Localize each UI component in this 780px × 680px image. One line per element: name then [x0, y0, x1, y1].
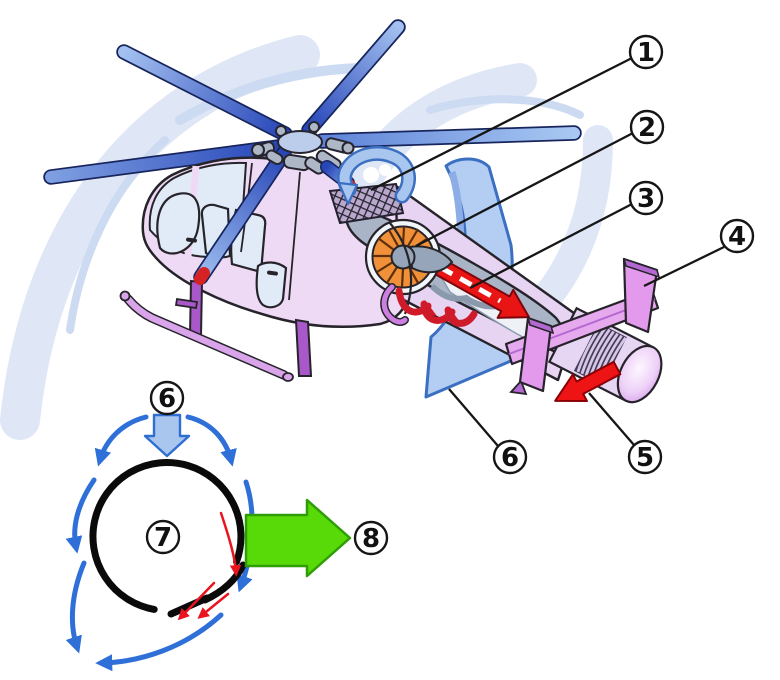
rotor-blade-upper-right — [301, 19, 406, 138]
thruster-end-cap — [616, 344, 663, 404]
slot-jet-arrow-2 — [177, 581, 216, 621]
cross-section-wall — [89, 459, 245, 613]
slot-jet-arrow-3 — [197, 592, 230, 619]
rotor-blade-front — [193, 145, 292, 285]
skid-tube — [124, 295, 288, 379]
intake-air-puff-1 — [363, 167, 379, 183]
slot-jet-arrow-1 — [219, 511, 242, 577]
coanda-arrow-top-left — [94, 414, 149, 467]
skid-tube-end — [282, 372, 294, 382]
callout-1-label: 1 — [637, 38, 655, 68]
callout-5-label: 5 — [636, 443, 654, 473]
fan-hub-cone — [408, 245, 454, 274]
rotor-blade-left — [43, 139, 286, 185]
blade-red-tip-front — [194, 267, 210, 285]
swoosh-left — [0, 35, 320, 440]
main-rotor-blades — [43, 19, 582, 185]
callout-7: 7 — [145, 519, 181, 555]
exhaust-swirl-arrow — [395, 287, 478, 327]
callout-6-label: 6 — [501, 443, 519, 473]
leader-line-6 — [448, 388, 499, 447]
boom-cross-section-diagram — [65, 413, 352, 672]
intake-arrow-head — [337, 181, 359, 206]
callout-2: 2 — [629, 109, 665, 145]
callout-1-circle — [628, 34, 664, 70]
door-handle-front — [186, 237, 197, 243]
coanda-arrow-left — [65, 477, 97, 554]
callout-3: 3 — [628, 180, 664, 216]
net-thrust-arrow — [244, 498, 352, 578]
swoosh-streak-1 — [175, 63, 365, 125]
callout-5-circle — [627, 439, 663, 475]
door-window-rear — [255, 261, 288, 309]
leader-line-1 — [370, 56, 633, 192]
callout-4: 4 — [719, 218, 755, 254]
callout-4-circle — [719, 218, 755, 254]
swirl-head-2 — [443, 307, 460, 322]
intake-airflow-arrow — [337, 146, 417, 206]
callout-7-circle — [145, 519, 181, 555]
callout-6-circle — [492, 439, 528, 475]
door-seam-rear — [288, 171, 301, 301]
slot-jet-arrows — [177, 511, 242, 621]
intake-arrow-band — [339, 148, 414, 201]
callout-2-label: 2 — [638, 113, 656, 143]
slot-lip-upper — [201, 561, 247, 604]
downwash-inflow-arrow — [143, 413, 191, 458]
callout-8-label: 8 — [362, 524, 380, 554]
vertical-stabilizer-left — [509, 316, 555, 396]
callout-6b-circle — [149, 380, 185, 416]
duct-inner-wall — [429, 283, 499, 310]
fuselage-rear-edge — [388, 221, 413, 315]
coanda-arrow-bottom-left — [65, 560, 87, 654]
thruster-airflow-arrow — [554, 360, 622, 402]
door-handle-rear — [267, 270, 278, 276]
skid-step — [174, 297, 199, 310]
leader-lines — [370, 56, 725, 447]
leader-line-3 — [469, 202, 633, 290]
swoosh-streak-3 — [426, 95, 584, 119]
swirl-head-1 — [420, 300, 437, 316]
leader-line-5 — [588, 392, 635, 446]
slot-lip-lower — [167, 594, 211, 618]
fan-hub — [390, 244, 416, 270]
callout-3-label: 3 — [637, 184, 655, 214]
callout-3-circle — [628, 180, 664, 216]
coanda-arrow-wake — [95, 612, 224, 672]
callouts: 1 2 3 4 5 6 6 7 — [145, 34, 755, 556]
leader-line-2 — [415, 131, 634, 248]
coanda-flow-arrows — [65, 414, 255, 672]
leader-line-4 — [643, 245, 725, 288]
skid-leg-rear — [294, 318, 313, 377]
intake-air-puff-2 — [379, 164, 391, 176]
callout-6b: 6 — [149, 380, 185, 416]
rotor-blade-right — [314, 125, 582, 149]
vertical-stabilizer-right — [622, 257, 661, 334]
skid-tube-tip — [119, 290, 131, 302]
callout-8-circle — [353, 520, 389, 556]
far-skid-leg — [380, 283, 409, 326]
tail-assembly — [504, 257, 663, 404]
duct-airflow-centerline — [420, 254, 502, 304]
coanda-arrow-top-right — [185, 414, 237, 467]
landing-skid — [119, 279, 313, 382]
callout-5: 5 — [627, 439, 663, 475]
callout-2-circle — [629, 109, 665, 145]
callout-6: 6 — [492, 439, 528, 475]
callout-1: 1 — [628, 34, 664, 70]
callout-4-label: 4 — [728, 222, 746, 252]
rotor-blade-upper-left — [116, 44, 293, 142]
callout-6b-label: 6 — [158, 384, 176, 414]
callout-7-label: 7 — [154, 523, 172, 553]
rotor-hub-plate — [277, 130, 323, 154]
callout-8: 8 — [353, 520, 389, 556]
